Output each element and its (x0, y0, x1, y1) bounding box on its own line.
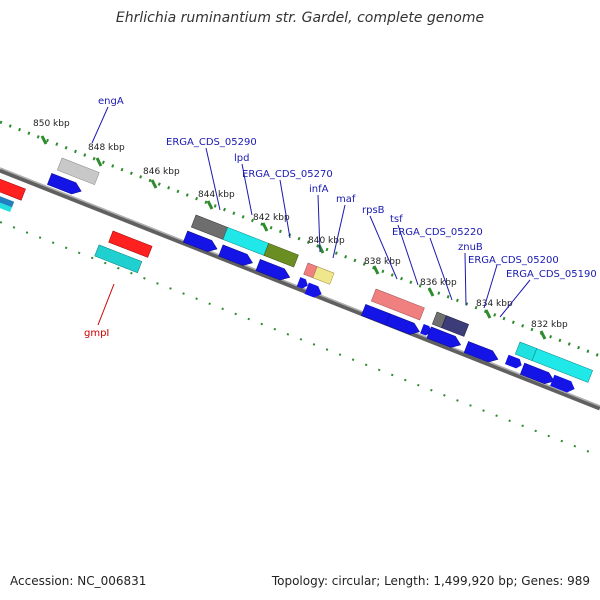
gene-label-ERGA_CDS_05200: ERGA_CDS_05200 (468, 255, 559, 266)
feature-05270 (263, 243, 299, 268)
feature-gmpI-cyan (94, 244, 143, 274)
gene-label-znuB: znuB (458, 242, 483, 253)
gmpI-leader (97, 283, 115, 326)
genome-backbone (0, 167, 600, 411)
gene-label-engA: engA (98, 96, 124, 107)
tick-label-840: 840 kbp (308, 236, 345, 246)
feature-blocks (0, 157, 593, 393)
feature-red-left (0, 175, 26, 201)
tick-label-842: 842 kbp (253, 213, 290, 223)
gene-label-ERGA_CDS_05290: ERGA_CDS_05290 (166, 137, 257, 148)
tick-label-834: 834 kbp (476, 299, 513, 309)
tick-label-832: 832 kbp (531, 320, 568, 330)
label-leaders (91, 106, 531, 318)
genome-summary-text: Topology: circular; Length: 1,499,920 bp… (271, 574, 590, 588)
tick-label-850: 850 kbp (33, 119, 70, 129)
gene-label-rpsB: rpsB (362, 205, 385, 216)
tick-label-846: 846 kbp (143, 167, 180, 177)
tick-label-848: 848 kbp (88, 143, 125, 153)
accession-text: Accession: NC_006831 (10, 574, 147, 588)
inner-tick-track (0, 221, 600, 457)
gene-label-tsf: tsf (390, 214, 403, 225)
feature-gmpI-red (108, 230, 153, 258)
feature-rpsB-tsf (370, 288, 425, 321)
gene-label-ERGA_CDS_05270: ERGA_CDS_05270 (242, 169, 333, 180)
gene-label-infA: infA (309, 184, 329, 195)
feature-maf (312, 266, 335, 285)
map-title: Ehrlichia ruminantium str. Gardel, compl… (115, 10, 485, 26)
feature-cyan-right (531, 348, 593, 383)
gene-label-maf: maf (336, 194, 356, 205)
feature-znuB (441, 315, 470, 337)
tick-label-836: 836 kbp (420, 278, 457, 288)
tick-label-838: 838 kbp (364, 257, 401, 267)
feature-engA (56, 157, 100, 185)
gene-label-ERGA_CDS_05190: ERGA_CDS_05190 (506, 269, 597, 280)
outer-tick-track (0, 120, 600, 358)
gene-label-ERGA_CDS_05220: ERGA_CDS_05220 (392, 227, 483, 238)
gene-label-gmpI: gmpI (84, 328, 109, 339)
feature-blue-left (0, 189, 15, 208)
gene-label-lpd: lpd (234, 153, 249, 164)
feature-cyan-left (0, 195, 12, 213)
major-ticks (40, 135, 547, 340)
